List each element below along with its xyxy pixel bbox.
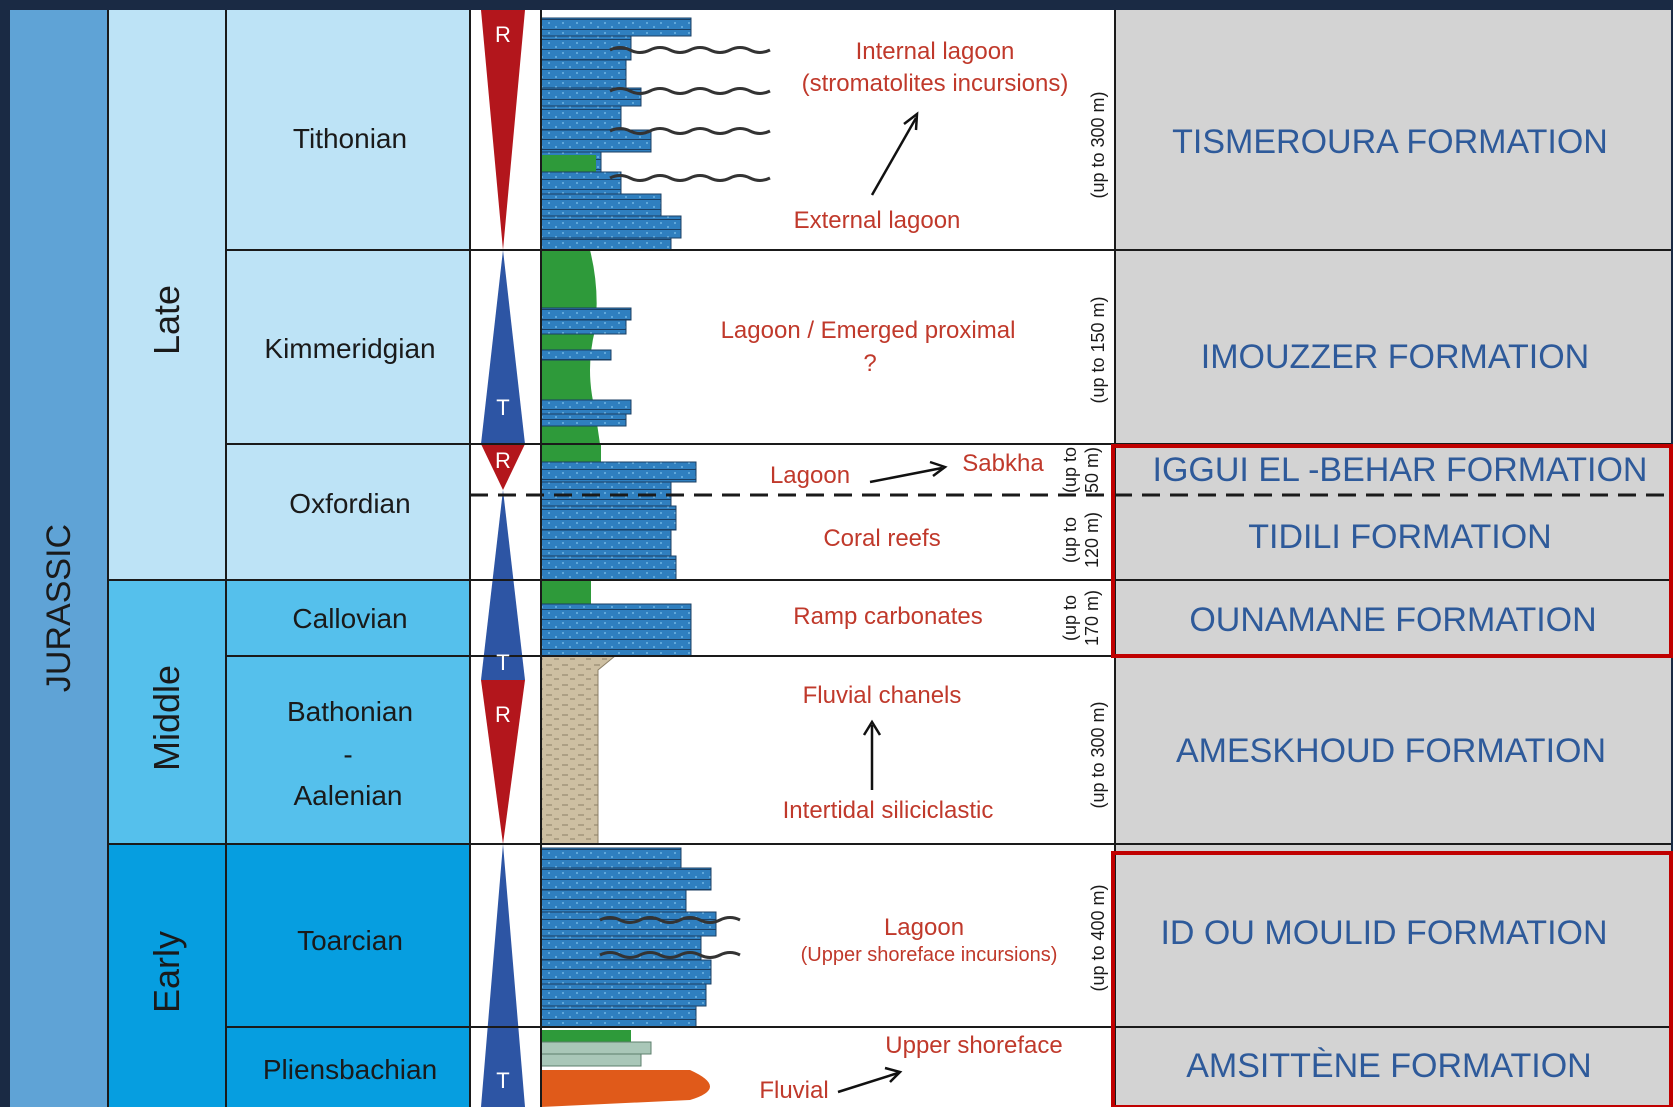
cycle-label-t: T xyxy=(496,652,509,674)
env-fluvial: Fluvial xyxy=(759,1079,828,1103)
thickness-kimmeridgian: (up to 150 m) xyxy=(1089,296,1107,403)
thickness-ameskhoud: (up to 300 m) xyxy=(1089,701,1107,808)
formation-amsittene: AMSITTÈNE FORMATION xyxy=(1186,1049,1591,1083)
env-stromatolites: (stromatolites incursions) xyxy=(802,72,1069,96)
stage-dash: - xyxy=(343,741,352,769)
formation-tidili: TIDILI FORMATION xyxy=(1248,520,1551,554)
formation-igguielbehar: IGGUI EL -BEHAR FORMATION xyxy=(1153,453,1648,487)
thickness-igguielbehar-a: (up to xyxy=(1061,447,1079,493)
env-external-lagoon: External lagoon xyxy=(794,209,961,233)
env-ramp-carbonates: Ramp carbonates xyxy=(793,605,982,629)
env-sabkha: Sabkha xyxy=(962,452,1043,476)
formation-ameskhoud: AMESKHOUD FORMATION xyxy=(1176,734,1606,768)
formation-tismeroura: TISMEROURA FORMATION xyxy=(1172,125,1608,159)
period-label: JURASSIC xyxy=(42,524,76,692)
epoch-middle-label: Middle xyxy=(149,665,185,771)
thickness-tidili-a: (up to xyxy=(1061,517,1079,563)
stage-bathonian: Bathonian xyxy=(287,698,413,726)
env-lagoon-toarcian: Lagoon xyxy=(884,916,964,940)
stage-pliensbachian: Pliensbachian xyxy=(263,1056,437,1084)
thickness-ounamane-b: 170 m) xyxy=(1083,590,1101,646)
cycle-label-r: R xyxy=(495,24,511,46)
stage-callovian: Callovian xyxy=(292,605,407,633)
env-intertidal: Intertidal siliciclastic xyxy=(783,799,994,823)
env-question: ? xyxy=(863,352,876,376)
thickness-idoumoulid: (up to 400 m) xyxy=(1089,884,1107,991)
cycle-label-r: R xyxy=(495,704,511,726)
cycle-label-t: T xyxy=(496,1070,509,1092)
epoch-late-label: Late xyxy=(149,285,185,355)
thickness-igguielbehar-b: 50 m) xyxy=(1083,447,1101,493)
env-upper-shoreface-incursions: (Upper shoreface incursions) xyxy=(801,945,1058,965)
thickness-ounamane-a: (up to xyxy=(1061,595,1079,641)
env-upper-shoreface: Upper shoreface xyxy=(885,1034,1062,1058)
stage-tithonian: Tithonian xyxy=(293,125,407,153)
env-fluvial-chanels: Fluvial chanels xyxy=(803,684,962,708)
formation-imouzzer: IMOUZZER FORMATION xyxy=(1201,340,1589,374)
formation-idoumoulid: ID OU MOULID FORMATION xyxy=(1160,916,1607,950)
formation-ounamane: OUNAMANE FORMATION xyxy=(1189,603,1596,637)
stage-toarcian: Toarcian xyxy=(297,927,403,955)
cycle-label-t: T xyxy=(496,397,509,419)
cycle-label-r: R xyxy=(495,450,511,472)
env-lagoon-emerged: Lagoon / Emerged proximal xyxy=(721,319,1016,343)
stage-oxfordian: Oxfordian xyxy=(289,490,410,518)
thickness-tithonian: (up to 300 m) xyxy=(1089,91,1107,198)
stage-aalenian: Aalenian xyxy=(294,782,403,810)
env-lagoon: Lagoon xyxy=(770,464,850,488)
thickness-tidili-b: 120 m) xyxy=(1083,512,1101,568)
stage-kimmeridgian: Kimmeridgian xyxy=(264,335,435,363)
epoch-early-label: Early xyxy=(149,931,185,1013)
env-coral-reefs: Coral reefs xyxy=(823,527,940,551)
env-internal-lagoon: Internal lagoon xyxy=(856,40,1015,64)
